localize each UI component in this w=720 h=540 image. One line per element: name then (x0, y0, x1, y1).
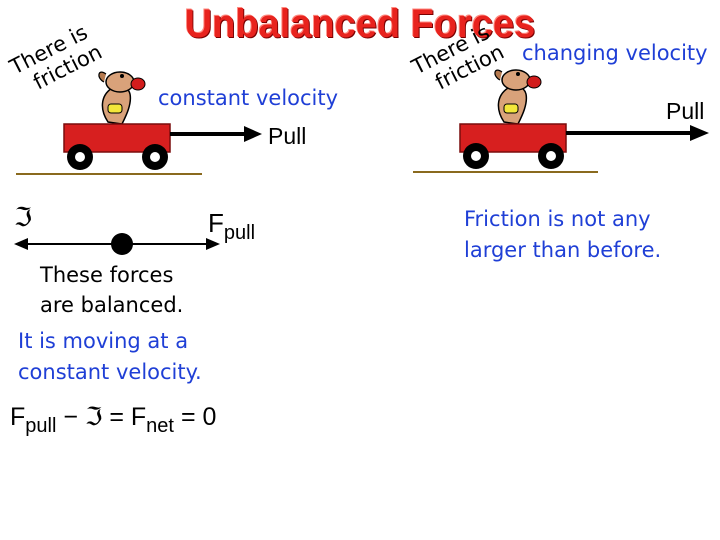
eq-minus: − (63, 403, 78, 431)
eq-friction: ℑ (84, 402, 103, 431)
pull-arrowhead (206, 238, 220, 250)
eq-equals: = (180, 403, 196, 431)
eq-zero: 0 (202, 403, 217, 431)
net-force-equation: Fpull − ℑ = Fnet = 0 (10, 402, 216, 438)
friction-symbol: ℑ (14, 203, 33, 233)
left-velocity-label: constant velocity (158, 86, 339, 110)
eq-pull-sub: pull (25, 415, 57, 437)
left-pull-label: Pull (268, 123, 307, 149)
eq-fnet: F (130, 403, 147, 431)
moving-text-line: constant velocity. (18, 360, 202, 384)
slide-title: Unbalanced Forces (184, 2, 536, 46)
fpull-subscript: pull (223, 222, 256, 244)
eq-net-sub: net (146, 415, 174, 437)
right-dog-icon (494, 69, 542, 125)
balanced-text: These forces are balanced. (40, 260, 183, 320)
object-dot (111, 233, 133, 255)
right-friction-comparison: Friction is not any larger than before. (464, 204, 661, 266)
force-diagram (14, 233, 220, 255)
friction-arrowhead (14, 238, 28, 250)
fpull-label: Fpull (208, 208, 255, 245)
moving-text-line: It is moving at a (18, 329, 189, 353)
eq-equals: = (109, 403, 124, 431)
balanced-text-line: are balanced. (40, 293, 184, 317)
moving-text: It is moving at a constant velocity. (18, 326, 202, 388)
right-pull-label: Pull (666, 98, 705, 124)
right-wagon-scene (413, 69, 709, 173)
fpull-letter: F (208, 208, 224, 238)
right-note-line: larger than before. (464, 238, 662, 262)
left-dog-icon (98, 71, 146, 125)
right-velocity-label: changing velocity (522, 41, 708, 65)
left-wagon-scene (16, 71, 262, 175)
balanced-text-line: These forces (40, 263, 174, 287)
eq-f: F (10, 403, 26, 431)
right-note-line: Friction is not any (464, 207, 651, 231)
